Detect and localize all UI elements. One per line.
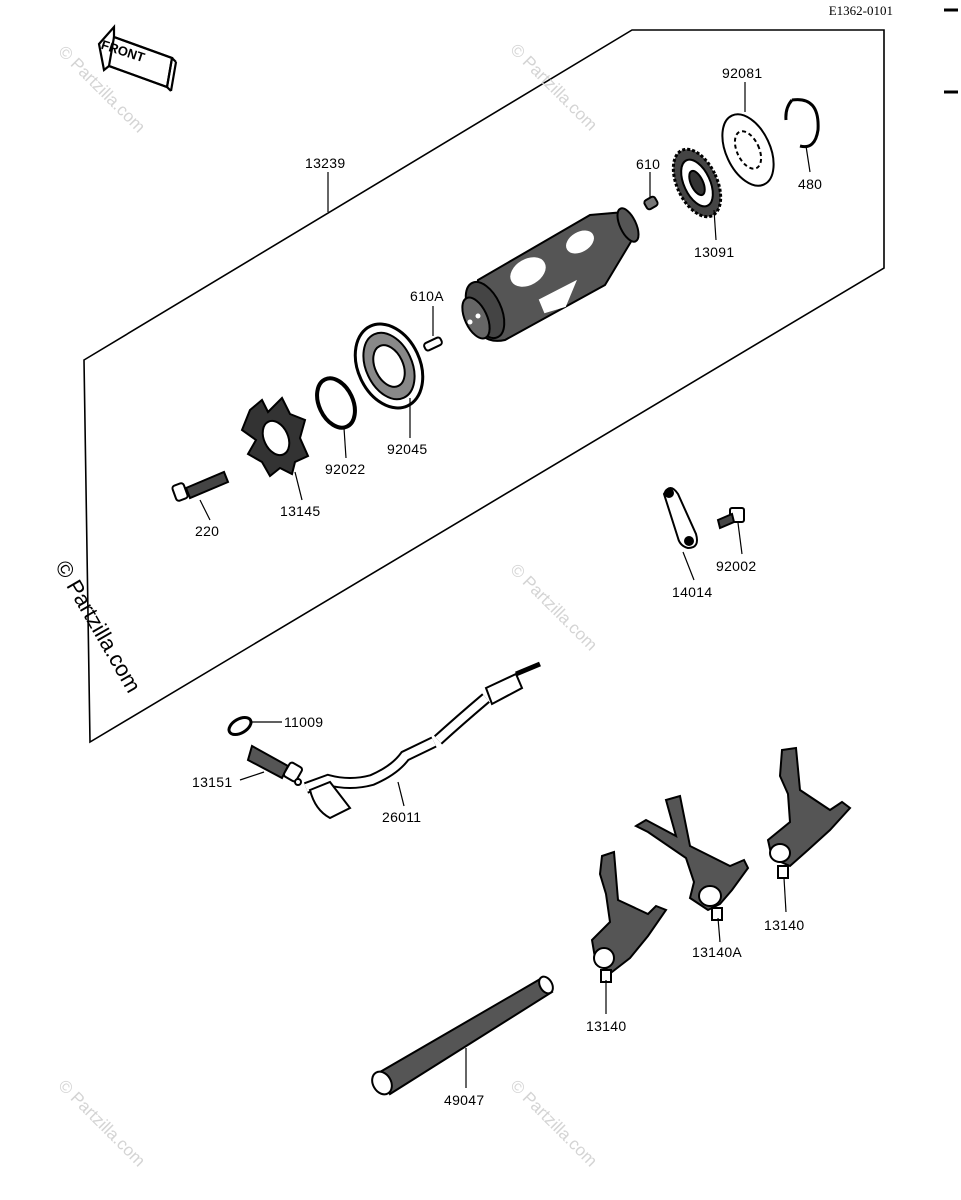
part-label-13151: 13151 xyxy=(192,774,233,790)
gear-13091 xyxy=(671,147,723,219)
shift-fork-13140A xyxy=(633,794,750,921)
shift-rod-49047 xyxy=(371,975,554,1096)
part-label-92045: 92045 xyxy=(387,441,428,457)
part-label-11009: 11009 xyxy=(284,714,324,730)
bolt-220 xyxy=(171,470,230,502)
part-label-49047: 49047 xyxy=(444,1092,485,1108)
leader-lines xyxy=(199,82,811,1088)
front-arrow-icon xyxy=(97,24,178,92)
part-label-13145: 13145 xyxy=(280,503,321,519)
part-label-610A: 610A xyxy=(410,288,444,304)
part-label-26011: 26011 xyxy=(382,809,422,825)
part-label-14014: 14014 xyxy=(672,584,713,600)
switch-lead-26011 xyxy=(303,661,541,820)
washer-11009 xyxy=(227,715,253,737)
pin-610 xyxy=(643,195,659,211)
shift-drum-13239 xyxy=(461,207,640,342)
shift-fork-13140-left xyxy=(590,850,668,983)
part-label-610: 610 xyxy=(636,156,661,172)
part-label-92022: 92022 xyxy=(325,461,366,477)
bearing-92045 xyxy=(353,322,425,410)
part-label-220: 220 xyxy=(195,523,220,539)
shift-cam-13145 xyxy=(240,396,310,478)
part-label-480: 480 xyxy=(798,176,823,192)
neutral-switch-13151 xyxy=(246,744,303,786)
link-plate-14014 xyxy=(662,487,698,550)
shift-fork-13140-right xyxy=(766,746,852,879)
part-label-13140A: 13140A xyxy=(692,944,743,960)
plate-92081 xyxy=(721,113,775,187)
part-label-92002: 92002 xyxy=(716,558,757,574)
part-label-13091: 13091 xyxy=(694,244,735,260)
circlip-480 xyxy=(784,98,820,149)
part-label-92081: 92081 xyxy=(722,65,763,81)
part-label-13239: 13239 xyxy=(305,155,346,171)
diagram-code: E1362-0101 xyxy=(828,3,893,18)
part-label-13140-left: 13140 xyxy=(586,1018,627,1034)
pin-610A xyxy=(423,336,443,352)
bolt-92002 xyxy=(716,507,745,530)
part-label-13140-right: 13140 xyxy=(764,917,805,933)
assembly-outline-13239 xyxy=(83,29,885,744)
o-ring-92022 xyxy=(315,376,357,430)
